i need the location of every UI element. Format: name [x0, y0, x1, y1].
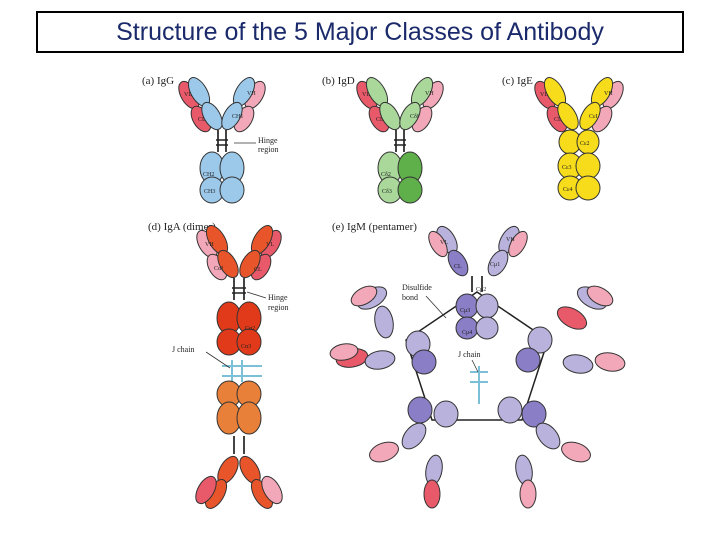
igd-label: (b) IgD [322, 75, 355, 87]
panel-iga: (d) IgA (dimer) VH VL CαI CL Cα2 Cα3 Hin… [148, 221, 288, 509]
svg-text:CαI: CαI [214, 266, 223, 272]
igm-monomer-top: VL VH CL Cμ1 Cμ2 Cμ3 Cμ4 [428, 225, 528, 340]
svg-text:CH3: CH3 [204, 189, 215, 195]
panel-igd: (b) IgD VL VH CL CδI Cδ2 Cδ3 [322, 75, 444, 204]
iga-hinge-label: Hinge [268, 293, 288, 302]
svg-text:CH2: CH2 [203, 172, 214, 178]
svg-text:VH: VH [506, 237, 515, 243]
iga-jchain-label: J chain [172, 345, 194, 354]
igm-monomer-upper-right [515, 285, 614, 373]
svg-text:VL: VL [362, 92, 370, 98]
iga-jchain [222, 360, 262, 382]
svg-text:Cδ2: Cδ2 [381, 172, 391, 178]
slide-title-box: Structure of the 5 Major Classes of Anti… [36, 11, 684, 53]
svg-text:Cμ4: Cμ4 [462, 330, 472, 336]
svg-text:CH1: CH1 [232, 114, 243, 120]
svg-text:CδI: CδI [410, 114, 419, 120]
igm-monomer-lower-right [497, 396, 591, 509]
svg-text:VH: VH [425, 91, 434, 97]
panel-igm: (e) IgM (pentamer) VL VH CL Cμ1 Cμ2 Cμ3 … [329, 221, 626, 509]
igg-ch3-right [219, 176, 245, 204]
svg-text:CL: CL [554, 117, 562, 123]
igm-monomer-left [329, 343, 396, 370]
svg-text:Cα3: Cα3 [241, 344, 251, 350]
panel-igg: (a) IgG VL VH CL CH1 CH2 CH3 Hinge regio… [142, 75, 278, 204]
igm-monomer-upper-left [350, 285, 437, 375]
svg-text:CL: CL [376, 117, 384, 123]
svg-text:Cε4: Cε4 [563, 187, 573, 193]
igg-ch1-left [201, 101, 223, 131]
panel-ige: (c) IgE VL VH CL CεI Cε2 Cε3 Cε4 [502, 75, 624, 201]
svg-text:Cα2: Cα2 [245, 326, 255, 332]
iga-label: (d) IgA (dimer) [148, 221, 216, 233]
svg-text:VH: VH [604, 91, 613, 97]
igg-hinge-label: Hinge [258, 136, 278, 145]
svg-text:Cε2: Cε2 [580, 141, 590, 147]
svg-text:VL: VL [266, 242, 274, 248]
svg-text:CL: CL [454, 264, 462, 270]
svg-text:Cμ1: Cμ1 [490, 262, 500, 268]
igm-label: (e) IgM (pentamer) [332, 221, 417, 233]
igg-ch1-right [221, 101, 243, 131]
ige-label: (c) IgE [502, 75, 533, 87]
slide-title: Structure of the 5 Major Classes of Anti… [116, 17, 604, 46]
svg-text:CL: CL [254, 267, 262, 273]
svg-text:Cμ2: Cμ2 [476, 287, 486, 293]
svg-text:CL: CL [198, 117, 206, 123]
svg-text:bond: bond [402, 293, 418, 302]
svg-text:region: region [268, 303, 288, 312]
svg-text:Cμ3: Cμ3 [460, 308, 470, 314]
antibody-figure: (a) IgG VL VH CL CH1 CH2 CH3 Hinge regio… [142, 75, 626, 509]
svg-text:CεI: CεI [589, 114, 598, 120]
svg-text:Cε3: Cε3 [562, 165, 572, 171]
svg-text:Cδ3: Cδ3 [382, 189, 392, 195]
svg-text:VL: VL [440, 240, 448, 246]
igm-disulfide-label: Disulfide [402, 283, 432, 292]
svg-text:region: region [258, 145, 278, 154]
igg-hinge [217, 130, 227, 152]
svg-text:VH: VH [205, 242, 214, 248]
svg-text:VL: VL [540, 92, 548, 98]
igm-monomer-right [562, 352, 626, 374]
svg-text:VL: VL [184, 92, 192, 98]
igg-label: (a) IgG [142, 75, 174, 87]
svg-text:VH: VH [247, 91, 256, 97]
igm-jchain-label: J chain [458, 350, 480, 359]
igm-jchain [470, 366, 488, 404]
igm-monomer-lower-left [369, 396, 459, 509]
